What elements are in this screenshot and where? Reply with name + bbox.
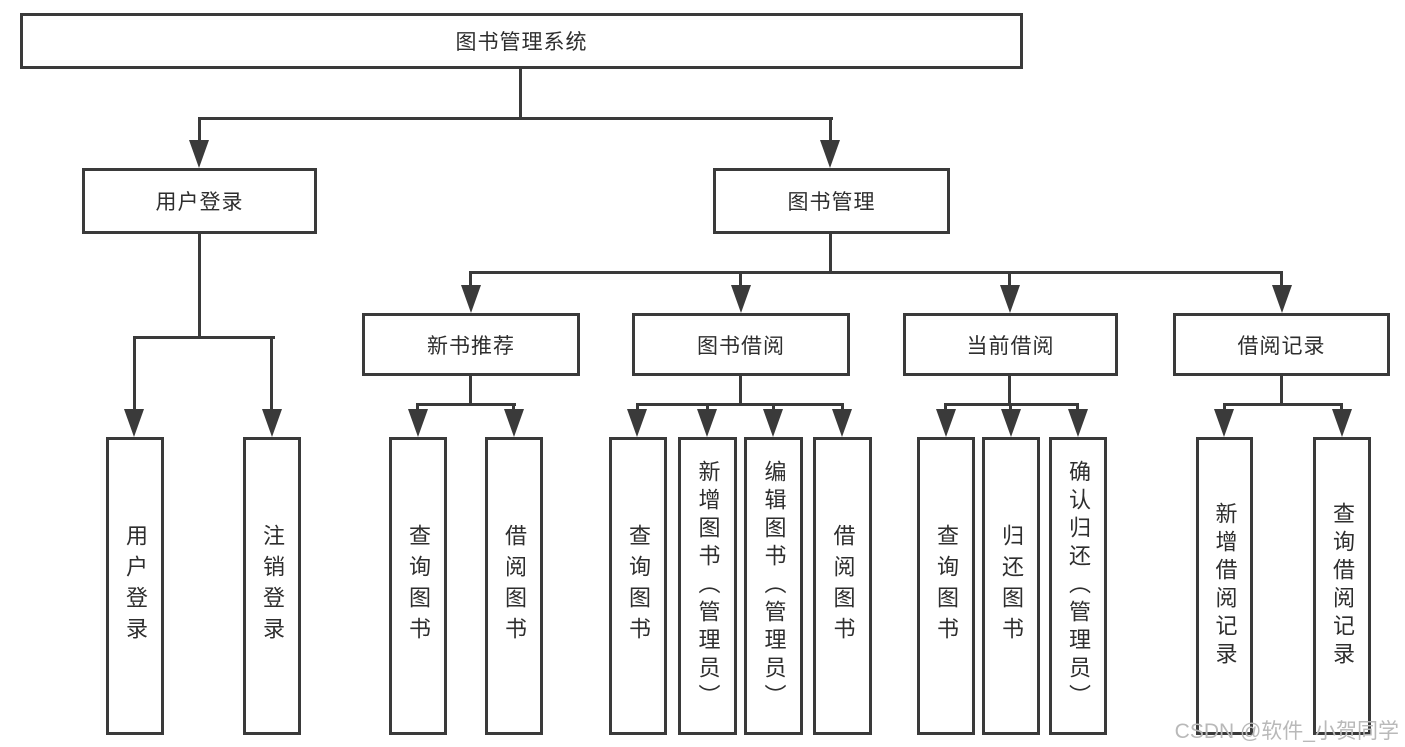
connector-vline: [1008, 376, 1011, 405]
leaf-query-borrow-record: 查询借阅记录: [1313, 437, 1371, 735]
arrowhead-down-icon: [189, 140, 209, 168]
connector-vline: [416, 403, 419, 412]
connector-hline: [416, 403, 516, 406]
arrowhead-down-icon: [697, 409, 717, 437]
connector-vline: [512, 403, 515, 412]
connector-vline: [829, 233, 832, 274]
connector-hline: [636, 403, 843, 406]
connector-vline: [841, 403, 844, 412]
node-book-borrowing: 图书借阅: [632, 313, 850, 376]
connector-vline: [829, 117, 832, 145]
connector-vline: [636, 403, 639, 412]
leaf-borrow-books-borrowing: 借阅图书: [813, 437, 872, 735]
leaf-return-books: 归还图书: [982, 437, 1040, 735]
connector-vline: [198, 117, 201, 145]
connector-hline: [469, 271, 1283, 274]
node-book-management: 图书管理: [713, 168, 950, 234]
arrowhead-down-icon: [1332, 409, 1352, 437]
connector-vline: [1076, 403, 1079, 412]
connector-vline: [1008, 271, 1011, 287]
connector-vline: [1280, 376, 1283, 405]
leaf-add-books-admin: 新增图书（管理员）: [678, 437, 737, 735]
leaf-user-login: 用户登录: [106, 437, 164, 735]
connector-vline: [1009, 403, 1012, 412]
arrowhead-down-icon: [461, 285, 481, 313]
node-user-login: 用户登录: [82, 168, 317, 234]
connector-vline: [1223, 403, 1226, 412]
arrowhead-down-icon: [262, 409, 282, 437]
arrowhead-down-icon: [504, 409, 524, 437]
connector-vline: [772, 403, 775, 412]
connector-hline: [198, 117, 833, 120]
connector-vline: [739, 271, 742, 287]
leaf-confirm-return-admin: 确认归还（管理员）: [1049, 437, 1107, 735]
arrowhead-down-icon: [1000, 285, 1020, 313]
arrowhead-down-icon: [1214, 409, 1234, 437]
connector-vline: [198, 233, 201, 338]
connector-hline: [133, 336, 275, 339]
leaf-logout: 注销登录: [243, 437, 301, 735]
connector-vline: [739, 376, 742, 405]
connector-vline: [944, 403, 947, 412]
connector-vline: [1340, 403, 1343, 412]
arrowhead-down-icon: [731, 285, 751, 313]
leaf-query-books-borrowing: 查询图书: [609, 437, 667, 735]
connector-vline: [1280, 271, 1283, 287]
arrowhead-down-icon: [820, 140, 840, 168]
arrowhead-down-icon: [936, 409, 956, 437]
leaf-add-borrow-record: 新增借阅记录: [1196, 437, 1253, 735]
connector-vline: [469, 271, 472, 287]
leaf-query-books-newbooks: 查询图书: [389, 437, 447, 735]
arrowhead-down-icon: [1272, 285, 1292, 313]
connector-vline: [469, 376, 472, 405]
connector-vline: [270, 336, 273, 411]
csdn-watermark: CSDN @软件_小贺同学: [1174, 720, 1399, 743]
arrowhead-down-icon: [1001, 409, 1021, 437]
node-borrow-records: 借阅记录: [1173, 313, 1390, 376]
node-root-system: 图书管理系统: [20, 13, 1023, 69]
leaf-edit-books-admin: 编辑图书（管理员）: [744, 437, 803, 735]
connector-vline: [133, 336, 136, 411]
arrowhead-down-icon: [763, 409, 783, 437]
connector-vline: [706, 403, 709, 412]
arrowhead-down-icon: [408, 409, 428, 437]
leaf-query-books-current: 查询图书: [917, 437, 975, 735]
connector-hline: [1223, 403, 1343, 406]
arrowhead-down-icon: [1068, 409, 1088, 437]
arrowhead-down-icon: [627, 409, 647, 437]
node-current-borrowing: 当前借阅: [903, 313, 1118, 376]
arrowhead-down-icon: [832, 409, 852, 437]
leaf-borrow-books-newbooks: 借阅图书: [485, 437, 543, 735]
arrowhead-down-icon: [124, 409, 144, 437]
node-new-book-recommend: 新书推荐: [362, 313, 580, 376]
connector-vline: [519, 68, 522, 118]
